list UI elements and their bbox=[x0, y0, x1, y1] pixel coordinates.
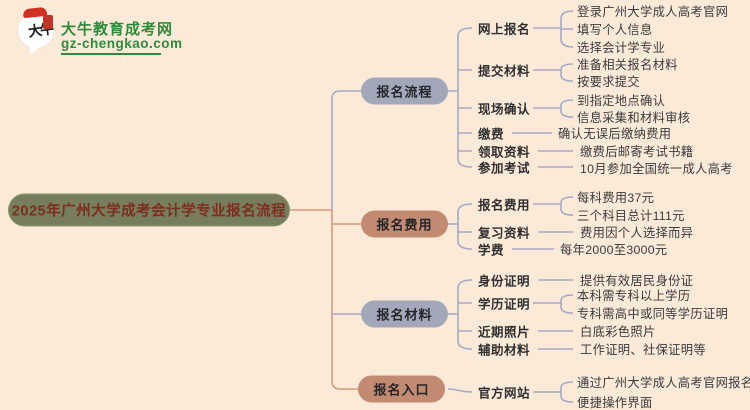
leaf-item: 每年2000至3000元 bbox=[560, 243, 668, 257]
subnode-registration-fee: 报名费用 bbox=[478, 198, 531, 213]
subnode-recent-photo: 近期照片 bbox=[478, 325, 531, 340]
leaf-item: 三个科目总计111元 bbox=[577, 209, 685, 223]
leaf-item: 费用因个人选择而异 bbox=[580, 226, 694, 240]
leaf-item: 登录广州大学成人高考官网 bbox=[577, 5, 729, 19]
leaf-item: 白底彩色照片 bbox=[580, 325, 656, 339]
subnode-online-registration: 网上报名 bbox=[478, 22, 531, 37]
subnode-identity-proof: 身份证明 bbox=[478, 274, 531, 289]
subnode-tuition: 学费 bbox=[478, 243, 505, 258]
subnode-submit-materials: 提交材料 bbox=[478, 64, 531, 79]
leaf-item: 工作证明、社保证明等 bbox=[580, 343, 706, 357]
leaf-item: 专科需高中或同等学历证明 bbox=[577, 307, 729, 321]
leaf-item: 到指定地点确认 bbox=[577, 94, 666, 108]
root-title-node: 2025年广州大学成考会计学专业报名流程 bbox=[8, 193, 290, 227]
leaf-item: 本科需专科以上学历 bbox=[577, 289, 691, 303]
subnode-take-exam: 参加考试 bbox=[478, 161, 531, 176]
subnode-education-proof: 学历证明 bbox=[478, 297, 531, 312]
leaf-item: 通过广州大学成人高考官网报名 bbox=[577, 376, 750, 390]
subnode-payment: 缴费 bbox=[478, 127, 505, 142]
logo-red-seal-icon bbox=[43, 15, 53, 29]
subnode-official-website: 官方网站 bbox=[478, 386, 531, 401]
leaf-item: 填写个人信息 bbox=[577, 23, 653, 37]
leaf-item: 选择会计学专业 bbox=[577, 41, 666, 55]
leaf-item: 提供有效居民身份证 bbox=[580, 274, 694, 288]
subnode-onsite-confirmation: 现场确认 bbox=[478, 102, 531, 117]
leaf-item: 每科费用37元 bbox=[577, 191, 655, 205]
subnode-auxiliary-materials: 辅助材料 bbox=[478, 343, 531, 358]
node-registration-fees: 报名费用 bbox=[361, 210, 448, 238]
subnode-review-materials: 复习资料 bbox=[478, 226, 531, 241]
leaf-item: 准备相关报名材料 bbox=[577, 58, 678, 72]
logo-underline bbox=[61, 53, 161, 55]
site-logo: 大牛 大牛教育成考网 gz-chengkao.com bbox=[14, 6, 234, 62]
leaf-item: 10月参加全国统一成人高考 bbox=[580, 162, 733, 176]
node-registration-process: 报名流程 bbox=[361, 77, 448, 105]
node-registration-materials: 报名材料 bbox=[361, 300, 448, 328]
leaf-item: 信息采集和材料审核 bbox=[577, 111, 691, 125]
node-registration-entrance: 报名入口 bbox=[358, 375, 445, 403]
leaf-item: 便捷操作界面 bbox=[577, 396, 653, 410]
subnode-receive-materials: 领取资料 bbox=[478, 145, 531, 160]
leaf-item: 按要求提交 bbox=[577, 75, 640, 89]
leaf-item: 确认无误后缴纳费用 bbox=[558, 127, 672, 141]
logo-domain-text: gz-chengkao.com bbox=[61, 36, 183, 51]
logo-bubble-tail bbox=[23, 44, 39, 62]
logo-brand-name: 大牛教育成考网 bbox=[61, 21, 174, 38]
leaf-item: 缴费后邮寄考试书籍 bbox=[580, 145, 694, 159]
